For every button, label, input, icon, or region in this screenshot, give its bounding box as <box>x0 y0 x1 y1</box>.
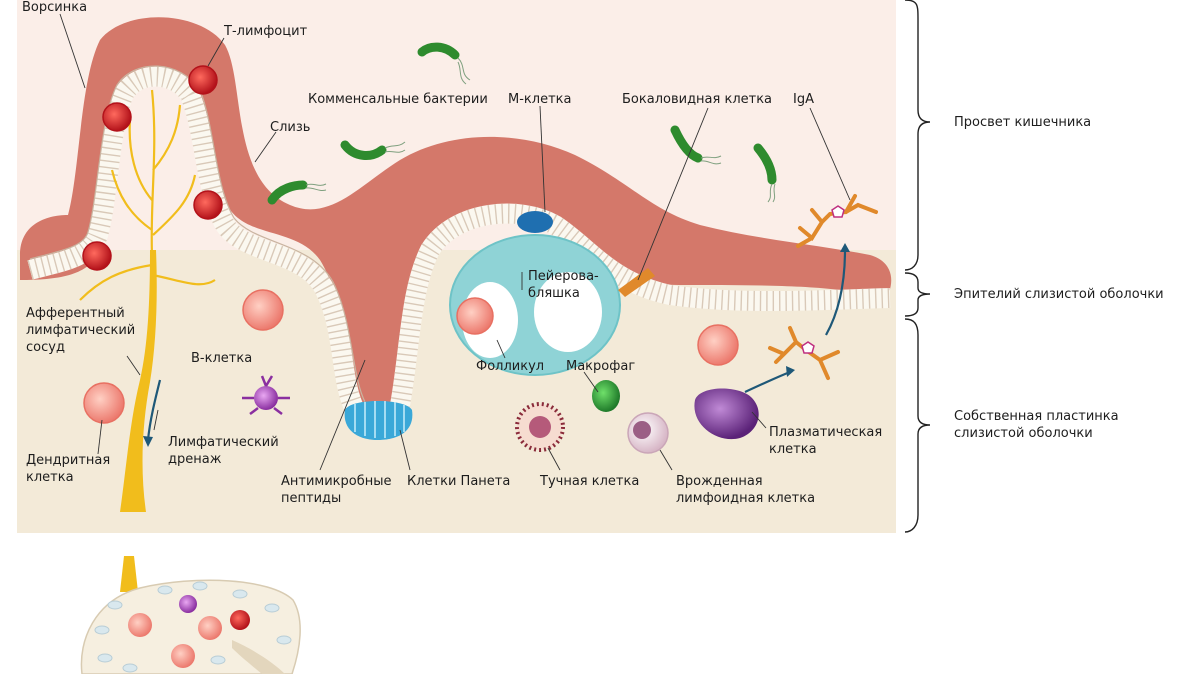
lymph-node-side <box>232 640 285 674</box>
macrophage <box>592 380 620 412</box>
label-mast-cell: Тучная клетка <box>540 474 640 489</box>
label-antimicrobial-peptides: Антимикробные пептиды <box>281 474 392 506</box>
lymph-node-duct <box>120 556 138 592</box>
label-follicle: Фолликул <box>476 359 545 374</box>
ln-dendritic-3 <box>171 644 195 668</box>
brace-lamina <box>904 318 931 533</box>
region-lumen: Просвет кишечника <box>954 115 1092 130</box>
b-cell <box>254 386 278 410</box>
iga-lower <box>768 326 840 380</box>
label-iga: IgA <box>793 92 814 107</box>
mast-cell-nucleus <box>529 416 551 438</box>
t-cell-4 <box>82 241 112 271</box>
bacterium-5 <box>753 143 777 185</box>
brace-epithelium <box>904 272 931 317</box>
dendritic-cell-2 <box>83 382 125 424</box>
label-villus: Ворсинка <box>22 0 88 15</box>
bacteria-group <box>267 42 777 205</box>
dendritic-cells <box>83 289 739 424</box>
region-epithelium: Эпителий слизистой оболочки <box>954 287 1164 302</box>
bacterium-2 <box>340 140 387 160</box>
label-macrophage: Макрофаг <box>566 359 636 374</box>
ln-dendritic-1 <box>128 613 152 637</box>
label-plasma-cell: Плазматическая клетка <box>769 425 883 457</box>
iga-antibodies <box>768 194 878 380</box>
t-lymphocytes <box>82 65 223 271</box>
ln-b-cell <box>179 595 197 613</box>
lymph-node-follicles <box>94 581 292 673</box>
ln-dendritic-2 <box>198 616 222 640</box>
region-braces <box>904 0 931 533</box>
arrow-iga-transport <box>825 249 847 336</box>
lymph-node-cells <box>128 595 250 668</box>
dendritic-cell-1 <box>242 289 284 331</box>
iga-j-chain-lower <box>801 341 815 354</box>
goblet-cell <box>618 268 655 297</box>
iga-upper <box>796 194 878 248</box>
label-b-cell: В-клетка <box>191 351 253 366</box>
ln-t-cell <box>230 610 250 630</box>
m-cell <box>517 211 553 233</box>
lymph-vessel-branches <box>79 89 216 301</box>
t-cell-1 <box>102 102 132 132</box>
dendritic-cell-4 <box>697 324 739 366</box>
flow-arrows <box>146 249 847 441</box>
arrow-lymph-drainage <box>146 379 162 441</box>
dendritic-cell-3 <box>456 297 494 335</box>
plasma-cell <box>694 388 759 440</box>
lymph-vessel-main <box>120 250 157 512</box>
b-cell-arms <box>242 375 290 415</box>
bacterium-3 <box>267 180 308 205</box>
label-m-cell: М-клетка <box>508 92 572 107</box>
brace-lumen <box>904 0 931 271</box>
leader-lines <box>59 13 851 471</box>
label-afferent-lymph-vessel: Афферентный лимфатический сосуд <box>26 306 136 355</box>
t-cell-2 <box>188 65 218 95</box>
label-goblet-cell: Бокаловидная клетка <box>622 92 773 107</box>
microvilli-edge <box>29 65 366 403</box>
label-commensal-bacteria: Комменсальные бактерии <box>308 92 488 107</box>
follicle-right <box>534 272 602 352</box>
label-t-lymphocyte: Т-лимфоцит <box>224 24 308 39</box>
bacterium-1 <box>417 42 460 60</box>
label-lymph-drainage: Лимфатический дренаж <box>168 435 279 467</box>
label-paneth-cells: Клетки Панета <box>407 474 511 489</box>
label-peyer-patch: Пейерова- бляшка <box>528 269 599 301</box>
label-mucus: Слизь <box>270 120 311 135</box>
label-innate-lymphoid-cell: Врожденная лимфоидная клетка <box>676 474 816 506</box>
ilc-nucleus <box>633 421 651 439</box>
iga-j-chain-upper <box>831 205 845 218</box>
arrow-plasma-to-iga <box>744 370 791 393</box>
bacterium-4 <box>670 125 703 163</box>
t-cell-3 <box>193 190 223 220</box>
bacteria-flagella <box>305 57 776 203</box>
label-dendritic-cell: Дендритная клетка <box>26 453 111 485</box>
arrow-heads <box>143 243 850 447</box>
region-lamina-propria: Собственная пластинка слизистой оболочки <box>954 409 1119 441</box>
paneth-cell-lines <box>354 401 405 438</box>
